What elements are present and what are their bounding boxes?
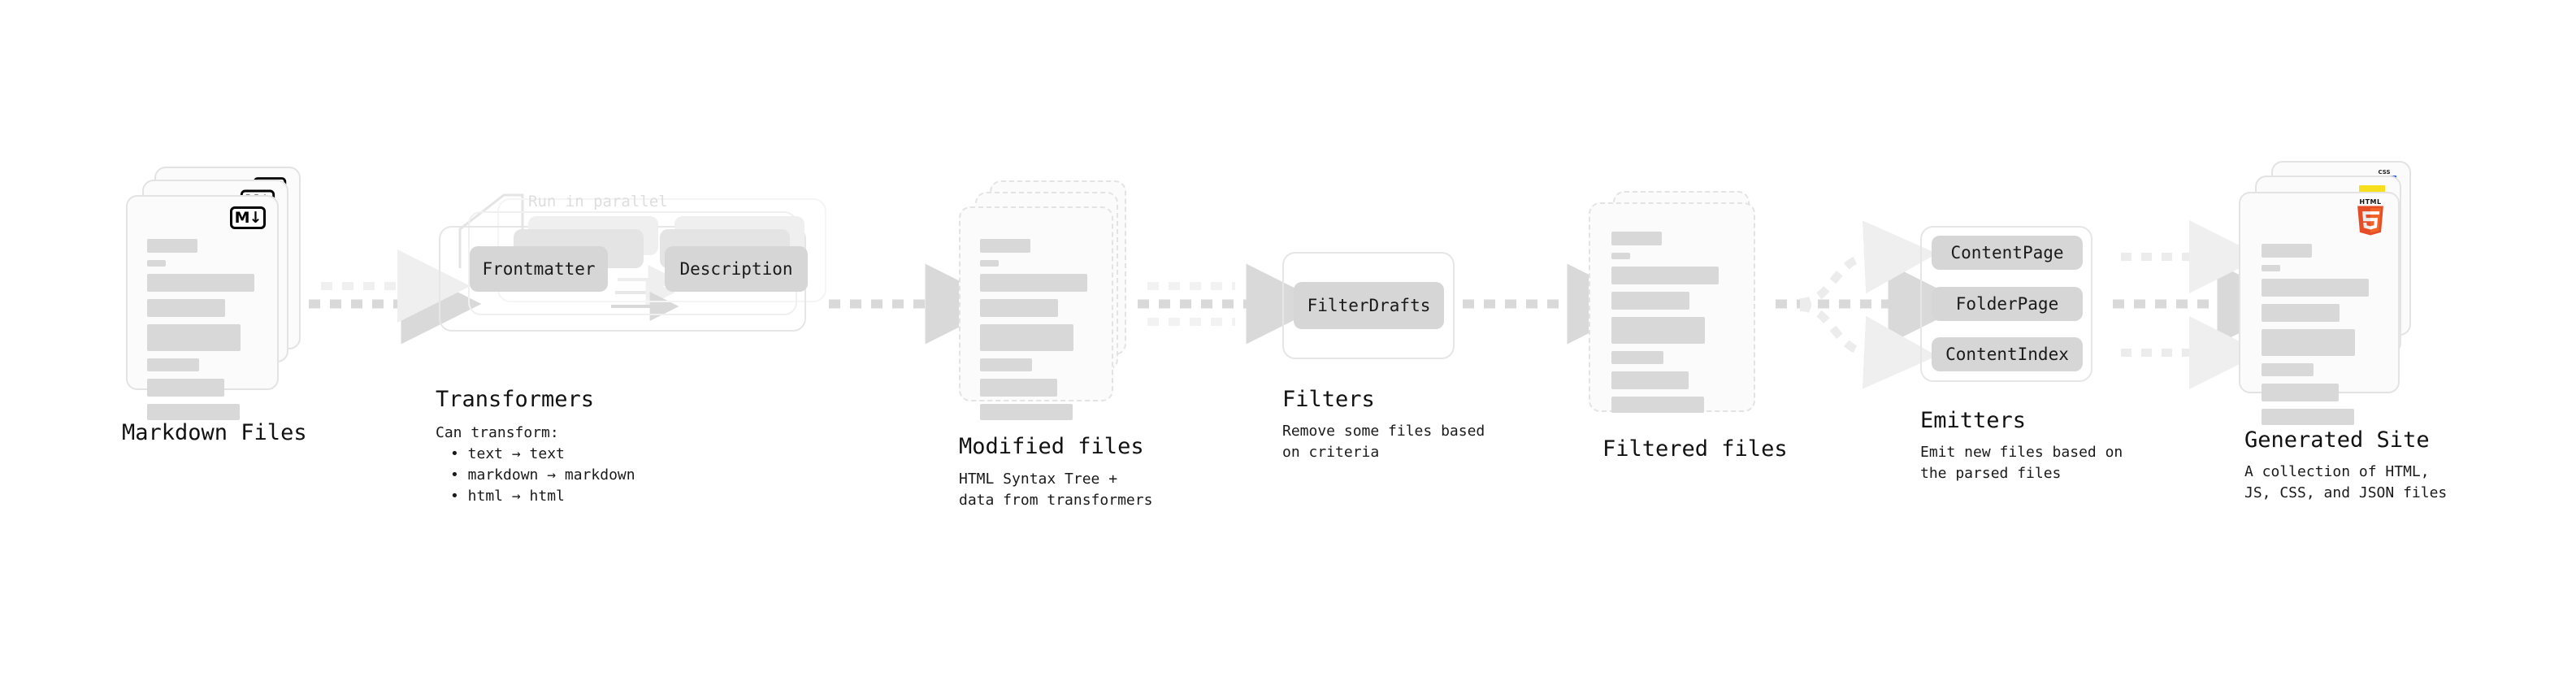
arrow-markdown-to-transformers	[309, 249, 482, 345]
modified-card-front	[959, 206, 1113, 420]
card-placeholder-lines	[2262, 244, 2382, 432]
card-placeholder-lines	[1611, 232, 1737, 420]
card-placeholder-lines	[980, 239, 1095, 427]
markdown-card-stack: M↓ M↓ M↓	[126, 167, 301, 420]
transformers-bullet-2: • html → html	[450, 488, 565, 505]
filters-chip-filterdrafts[interactable]: FilterDrafts	[1294, 282, 1444, 329]
modified-card-stack	[959, 180, 1134, 420]
transformers-bullet-1: • markdown → markdown	[450, 466, 635, 484]
markdown-card-front: M↓	[126, 195, 279, 420]
emitters-title: Emitters	[1920, 408, 2027, 433]
transformer-chip-frontmatter[interactable]: Frontmatter	[470, 246, 608, 292]
transformers-bullet-0: • text → text	[450, 445, 565, 462]
stage-modified-files: Modified files HTML Syntax Tree + data f…	[959, 180, 1152, 509]
css-badge-label: CSS	[2378, 169, 2391, 176]
emitters-chip-folderpage[interactable]: FolderPage	[1932, 287, 2083, 321]
generated-card-stack: CSS HTML	[2239, 161, 2426, 425]
filters-box	[1282, 252, 1455, 359]
generated-site-subtitle: A collection of HTML, JS, CSS, and JSON …	[2244, 463, 2448, 501]
emitters-chip-contentindex[interactable]: ContentIndex	[1932, 337, 2083, 371]
modified-files-subtitle: HTML Syntax Tree + data from transformer…	[959, 471, 1153, 509]
modified-files-title: Modified files	[959, 434, 1144, 459]
stage-markdown-files: M↓ M↓ M↓ Markdown Files	[122, 167, 307, 445]
filters-title: Filters	[1282, 387, 1375, 412]
html5-badge-icon: HTML	[2354, 198, 2387, 236]
stage-generated-site: CSS HTML	[2239, 161, 2447, 501]
run-in-parallel-label: Run in parallel	[528, 193, 668, 210]
filters-subtitle: Remove some files based on criteria	[1282, 423, 1485, 461]
filtered-card-front	[1589, 202, 1755, 413]
html5-wordmark: HTML	[2359, 198, 2382, 206]
generated-site-title: Generated Site	[2244, 427, 2430, 453]
stage-filtered-files: Filtered files	[1589, 191, 1788, 462]
arrow-emitters-to-generated	[2113, 220, 2298, 389]
html5-shield	[2357, 206, 2383, 236]
emitters-chip-contentpage[interactable]: ContentPage	[1932, 236, 2083, 270]
transformers-subtitle: Can transform:	[436, 424, 559, 441]
card-placeholder-lines	[147, 239, 261, 427]
markdown-icon: M↓	[230, 206, 266, 229]
transformer-chip-description[interactable]: Description	[665, 246, 808, 292]
filtered-files-title: Filtered files	[1602, 436, 1788, 462]
emitters-subtitle: Emit new files based on the parsed files	[1920, 444, 2123, 482]
markdown-files-title: Markdown Files	[122, 420, 307, 445]
arrow-modified-to-filters	[1138, 263, 1327, 345]
emitters-box	[1920, 226, 2092, 382]
arrow-filtered-to-emitters-fanout	[1776, 220, 1969, 389]
generated-card-front: HTML	[2239, 192, 2400, 425]
filtered-card-stack	[1589, 191, 1763, 413]
transformers-title: Transformers	[436, 387, 595, 412]
